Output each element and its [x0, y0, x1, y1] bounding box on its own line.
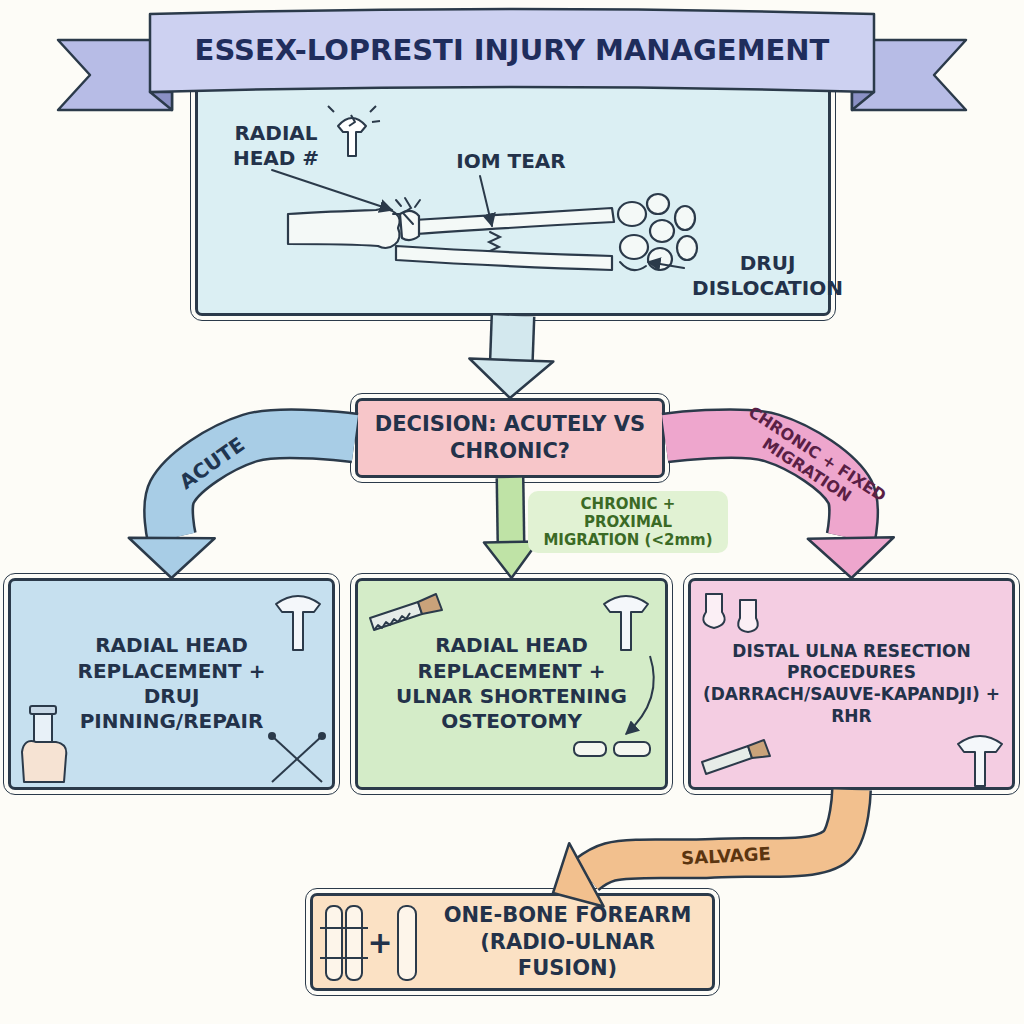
ribbon-fold	[852, 92, 874, 110]
k-wire-end	[319, 733, 325, 739]
bottom-box-icons	[320, 906, 416, 980]
druj-gap	[620, 262, 646, 270]
humerus	[288, 209, 400, 248]
ribbon-fold	[150, 92, 172, 110]
radial-head-icon	[338, 118, 366, 156]
saw-teeth	[374, 613, 410, 630]
fusion-screw	[320, 927, 368, 929]
salvage-box: ONE-BONE FOREARM (RADIO-ULNAR FUSION)	[310, 893, 715, 991]
ribbon-tail	[852, 40, 966, 110]
arrow-outline	[169, 434, 355, 538]
leader-line	[648, 262, 684, 268]
injury-marks	[272, 170, 684, 270]
joint-icon	[703, 594, 724, 628]
node-text: DECISION: ACUTELY VS CHRONIC?	[365, 411, 655, 464]
single-bone	[398, 906, 416, 980]
k-wire	[272, 736, 322, 782]
bone-segment	[574, 742, 606, 756]
node-text: IOM TEAR	[436, 149, 586, 174]
arrow-outline	[665, 434, 854, 538]
implant-icon	[604, 596, 648, 650]
radial-head	[400, 211, 419, 240]
burst-mark	[328, 106, 380, 122]
fused-bone	[346, 906, 362, 980]
leader-line	[480, 176, 492, 226]
left-box-icons	[22, 596, 325, 782]
k-wire-end	[269, 733, 275, 739]
node-text: DRUJ DISLOCATION	[680, 251, 855, 302]
arrow-shaft	[511, 316, 513, 360]
injury-panel: RADIAL HEAD #IOM TEARDRUJ DISLOCATION	[195, 72, 831, 316]
fusion-screw	[320, 957, 368, 959]
arrow-outline	[511, 316, 513, 360]
process-box: DISTAL ULNA RESECTION PROCEDURES (DARRAC…	[688, 578, 1015, 790]
flow-arrow	[129, 434, 355, 578]
flow-arrow	[469, 316, 553, 398]
carpal-bone	[650, 220, 674, 242]
hand-icon	[22, 741, 66, 782]
saw-blade	[370, 602, 422, 630]
flow-arrow	[484, 478, 538, 578]
bone-segment	[614, 742, 650, 756]
tube-cap	[30, 706, 56, 714]
title-ribbon	[58, 9, 966, 110]
ribbon-tail	[58, 40, 172, 110]
arrow-outline	[496, 478, 526, 542]
node-text: ONE-BONE FOREARM (RADIO-ULNAR FUSION)	[433, 902, 703, 982]
arrow-shaft	[586, 790, 851, 875]
crack-mark	[349, 115, 355, 126]
arrow-head	[484, 542, 538, 578]
arrow-head	[553, 843, 604, 906]
forearm-illustration	[288, 194, 697, 270]
decision-box: DECISION: ACUTELY VS CHRONIC?	[355, 398, 665, 478]
arrow-shaft	[169, 434, 355, 538]
carpal-bone	[618, 202, 646, 226]
edge-label: ACUTE	[158, 418, 266, 507]
ulna-bone	[396, 246, 612, 270]
leader-line	[272, 170, 392, 210]
process-box: RADIAL HEAD REPLACEMENT + ULNAR SHORTENI…	[355, 578, 668, 790]
arrow-head	[469, 358, 553, 398]
ribbon-band	[150, 9, 874, 92]
node-text: RADIAL HEAD REPLACEMENT + ULNAR SHORTENI…	[392, 633, 632, 735]
saw-handle	[748, 740, 770, 758]
node-text: RADIAL HEAD REPLACEMENT + DRUJ PINNING/R…	[67, 633, 277, 735]
k-wire	[272, 736, 322, 782]
arrow-outline	[586, 790, 851, 875]
carpal-bone	[677, 236, 697, 260]
process-box: RADIAL HEAD REPLACEMENT + DRUJ PINNING/R…	[8, 578, 335, 790]
fracture-burst	[393, 200, 420, 214]
node-text: DISTAL ULNA RESECTION PROCEDURES (DARRAC…	[702, 641, 1002, 727]
saw-blade	[702, 746, 752, 774]
middle-box-icons	[370, 594, 654, 756]
arrow-shaft	[665, 434, 854, 538]
radial-head-sketch	[328, 106, 380, 156]
flow-arrow	[665, 434, 894, 578]
implant-icon	[276, 596, 320, 650]
curved-arrow	[626, 656, 654, 734]
iom-tear-mark	[489, 232, 500, 251]
edge-label: CHRONIC + PROXIMAL MIGRATION (<2mm)	[528, 491, 728, 553]
arrow-shaft	[498, 478, 523, 542]
joint-icon	[738, 600, 758, 632]
implant-icon	[958, 736, 1002, 786]
flow-arrow	[553, 790, 852, 906]
arrow-head	[808, 537, 894, 578]
edge-label: CHRONIC + FIXED MIGRATION	[720, 391, 905, 533]
carpal-bone	[647, 194, 669, 214]
edge-label: SALVAGE	[660, 838, 791, 874]
arrow-head	[129, 538, 215, 578]
right-box-icons	[702, 594, 1002, 786]
saw-handle	[418, 594, 442, 614]
radius-bone	[414, 208, 614, 234]
fracture-line	[403, 198, 413, 224]
carpal-bone	[675, 206, 695, 230]
fused-bone	[326, 906, 342, 980]
carpal-bone	[648, 248, 672, 270]
node-text: RADIAL HEAD #	[216, 121, 336, 172]
carpal-bone	[620, 235, 648, 259]
tube-icon	[34, 712, 52, 752]
